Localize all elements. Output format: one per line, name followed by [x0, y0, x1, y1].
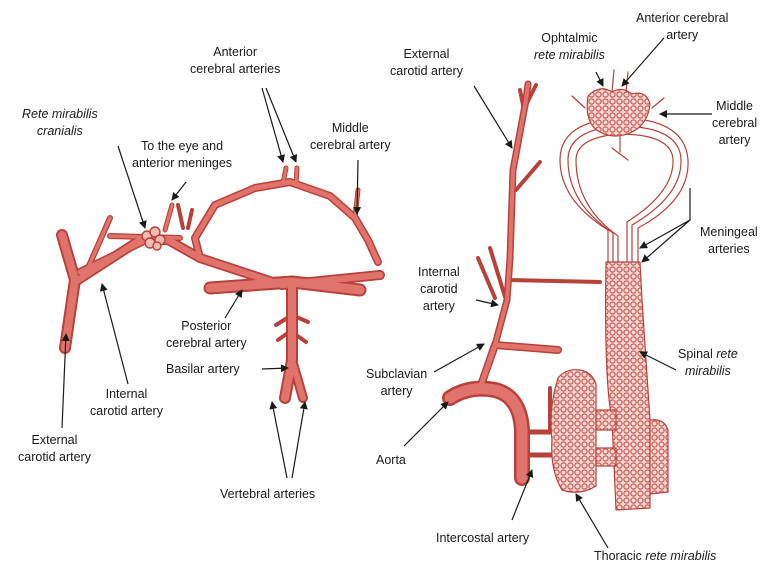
label-to-eye-meninges: To the eye and anterior meninges — [132, 138, 232, 172]
label-line: carotid artery — [390, 64, 463, 78]
label-line: cerebral arteries — [190, 62, 280, 76]
label-right-anterior-cerebral: Anterior cerebral artery — [636, 10, 728, 44]
label-line: cerebral artery — [310, 138, 391, 152]
label-line: artery — [719, 133, 751, 147]
label-vertebral-arteries: Vertebral arteries — [220, 486, 315, 503]
label-line: Thoracic — [594, 549, 642, 563]
label-ophthalmic-rete: Ophtalmic rete mirabilis — [534, 30, 605, 64]
label-line: Rete mirabilis — [22, 107, 98, 121]
label-line: Anterior cerebral — [636, 11, 728, 25]
label-line: rete mirabilis — [645, 549, 716, 563]
label-line: Ophtalmic — [541, 31, 597, 45]
label-line: arteries — [708, 242, 750, 256]
label-line: Meningeal — [700, 225, 758, 239]
label-line: Internal — [418, 265, 460, 279]
label-line: carotid artery — [90, 404, 163, 418]
label-line: Middle — [332, 121, 369, 135]
right-vessel-tree — [450, 70, 688, 510]
label-left-external-carotid: External carotid artery — [18, 432, 91, 466]
label-middle-cerebral-artery: Middle cerebral artery — [310, 120, 391, 154]
label-rete-mirabilis-cranialis: Rete mirabilis cranialis — [22, 106, 98, 140]
label-right-external-carotid: External carotid artery — [390, 46, 463, 80]
label-line: Spinal — [678, 347, 713, 361]
label-line: artery — [666, 28, 698, 42]
label-left-internal-carotid: Internal carotid artery — [90, 386, 163, 420]
label-line: carotid — [420, 282, 458, 296]
label-line: cerebral artery — [166, 336, 247, 350]
label-line: Intercostal artery — [436, 531, 529, 545]
label-line: Vertebral arteries — [220, 487, 315, 501]
label-line: cranialis — [37, 124, 83, 138]
label-thoracic-rete: Thoracic rete mirabilis — [594, 548, 716, 565]
label-meningeal-arteries: Meningeal arteries — [700, 224, 758, 258]
label-line: Middle — [716, 99, 753, 113]
label-posterior-cerebral-artery: Posterior cerebral artery — [166, 318, 247, 352]
label-line: cerebral — [712, 116, 757, 130]
label-line: Internal — [106, 387, 148, 401]
label-line: anterior meninges — [132, 156, 232, 170]
label-right-middle-cerebral: Middle cerebral artery — [712, 98, 757, 149]
label-line: rete mirabilis — [534, 48, 605, 62]
label-line: Subclavian — [366, 367, 427, 381]
label-line: artery — [423, 299, 455, 313]
label-spinal-rete: Spinal rete mirabilis — [678, 346, 738, 380]
label-line: To the eye and — [141, 139, 223, 153]
label-line: External — [32, 433, 78, 447]
meningeal-loop — [560, 118, 688, 268]
label-aorta: Aorta — [376, 452, 406, 469]
label-basilar-artery: Basilar artery — [166, 361, 240, 378]
label-line: mirabilis — [685, 364, 731, 378]
label-line: carotid artery — [18, 450, 91, 464]
label-line: Posterior — [181, 319, 231, 333]
label-line: artery — [381, 384, 413, 398]
label-line: rete — [716, 347, 738, 361]
label-line: Aorta — [376, 453, 406, 467]
label-line: Anterior — [213, 45, 257, 59]
label-line: External — [404, 47, 450, 61]
label-right-internal-carotid: Internal carotid artery — [418, 264, 460, 315]
label-subclavian-artery: Subclavian artery — [366, 366, 427, 400]
label-intercostal-artery: Intercostal artery — [436, 530, 529, 547]
label-line: Basilar artery — [166, 362, 240, 376]
label-anterior-cerebral-arteries: Anterior cerebral arteries — [190, 44, 280, 78]
